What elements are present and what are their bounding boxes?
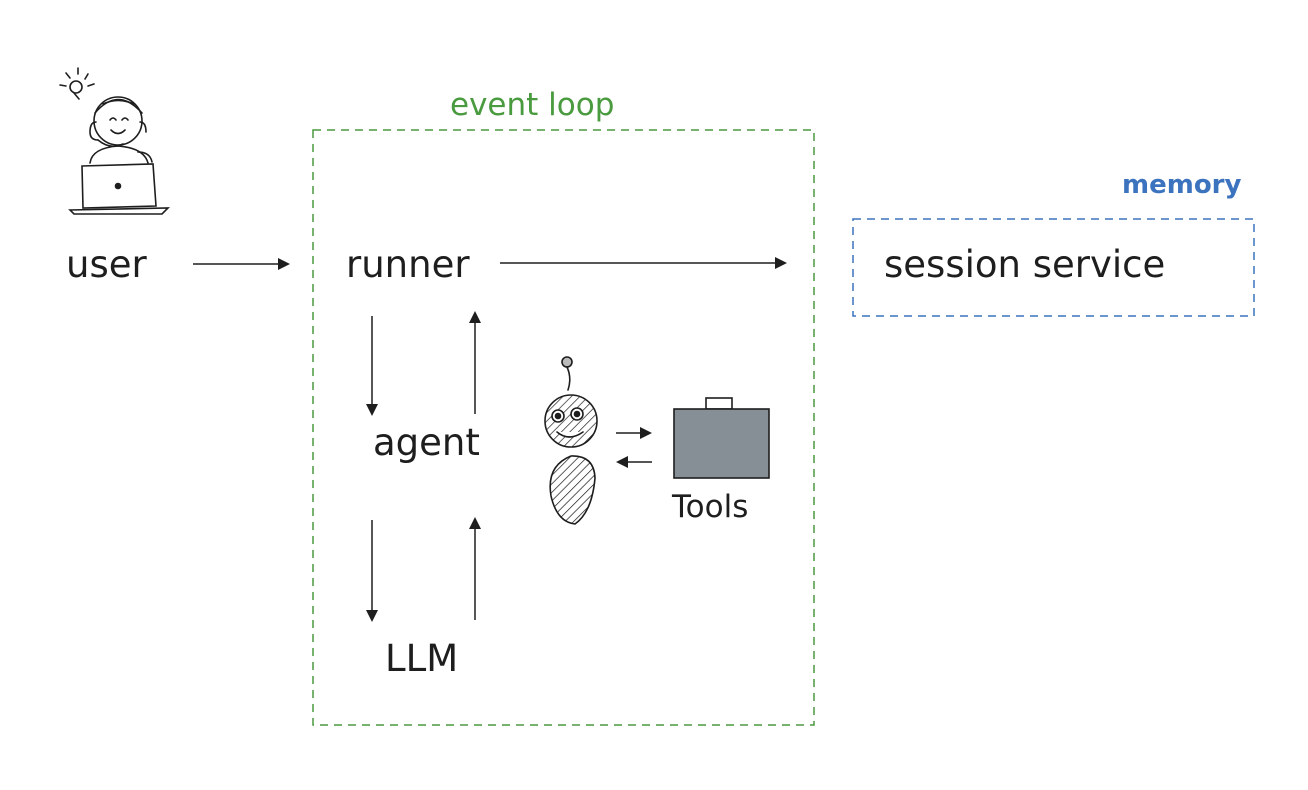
agent-label: agent xyxy=(373,421,480,464)
session-service-box xyxy=(852,218,1255,317)
llm-label: LLM xyxy=(385,637,459,680)
robot-agent-icon xyxy=(544,356,598,525)
toolbox-icon xyxy=(673,397,770,479)
user-at-laptop-icon xyxy=(59,67,170,215)
runner-label: runner xyxy=(346,243,470,286)
event-loop-container xyxy=(312,129,815,726)
event-loop-label: event loop xyxy=(450,87,615,123)
user-label: user xyxy=(66,243,147,286)
memory-label: memory xyxy=(1122,170,1242,200)
tools-label: Tools xyxy=(672,489,749,525)
session-service-label: session service xyxy=(884,243,1166,286)
